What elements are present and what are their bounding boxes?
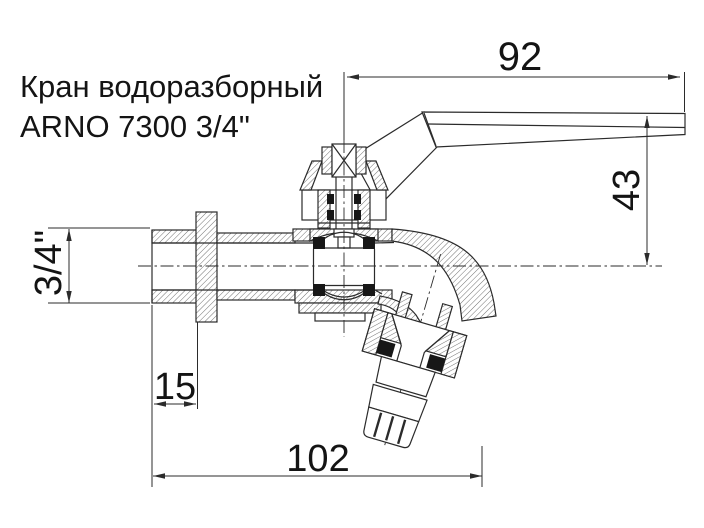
dim-handle-length-label: 92 xyxy=(498,35,543,79)
dimension-thread-length xyxy=(151,305,198,487)
handle-grip-edge xyxy=(427,123,686,129)
hose-union-spout xyxy=(361,253,468,449)
dimension-handle-height xyxy=(644,116,650,265)
ball-seals xyxy=(313,237,375,296)
stem-packing-orings xyxy=(327,194,361,220)
dim-inlet-thread-label: 3/4" xyxy=(28,230,70,296)
barb-ribs xyxy=(372,412,407,445)
dim-thread-length-label: 15 xyxy=(154,366,196,408)
lever-handle xyxy=(351,111,686,207)
dim-handle-height-label: 43 xyxy=(606,169,648,211)
centerlines xyxy=(138,140,662,337)
dimension-overall-length xyxy=(153,446,483,487)
dimension-inlet-thread xyxy=(48,227,150,304)
title-line-1: Кран водоразборный xyxy=(20,69,323,104)
dimension-handle-length xyxy=(343,72,685,140)
bonnet-skirt-right xyxy=(365,160,389,191)
union-gaskets xyxy=(376,339,446,373)
title-line-2: ARNO 7300 3/4" xyxy=(20,109,250,144)
handle-bend-crease xyxy=(423,112,437,147)
handle-grip xyxy=(421,111,686,148)
drain-boss xyxy=(314,312,366,322)
inlet-thread xyxy=(151,229,198,304)
bonnet-base xyxy=(309,228,379,242)
bonnet-skirt-left xyxy=(299,160,323,191)
nozzle-cone xyxy=(391,313,450,368)
hex-flange xyxy=(195,211,218,323)
dim-overall-length-label: 102 xyxy=(286,438,349,480)
hose-barb xyxy=(363,355,436,449)
